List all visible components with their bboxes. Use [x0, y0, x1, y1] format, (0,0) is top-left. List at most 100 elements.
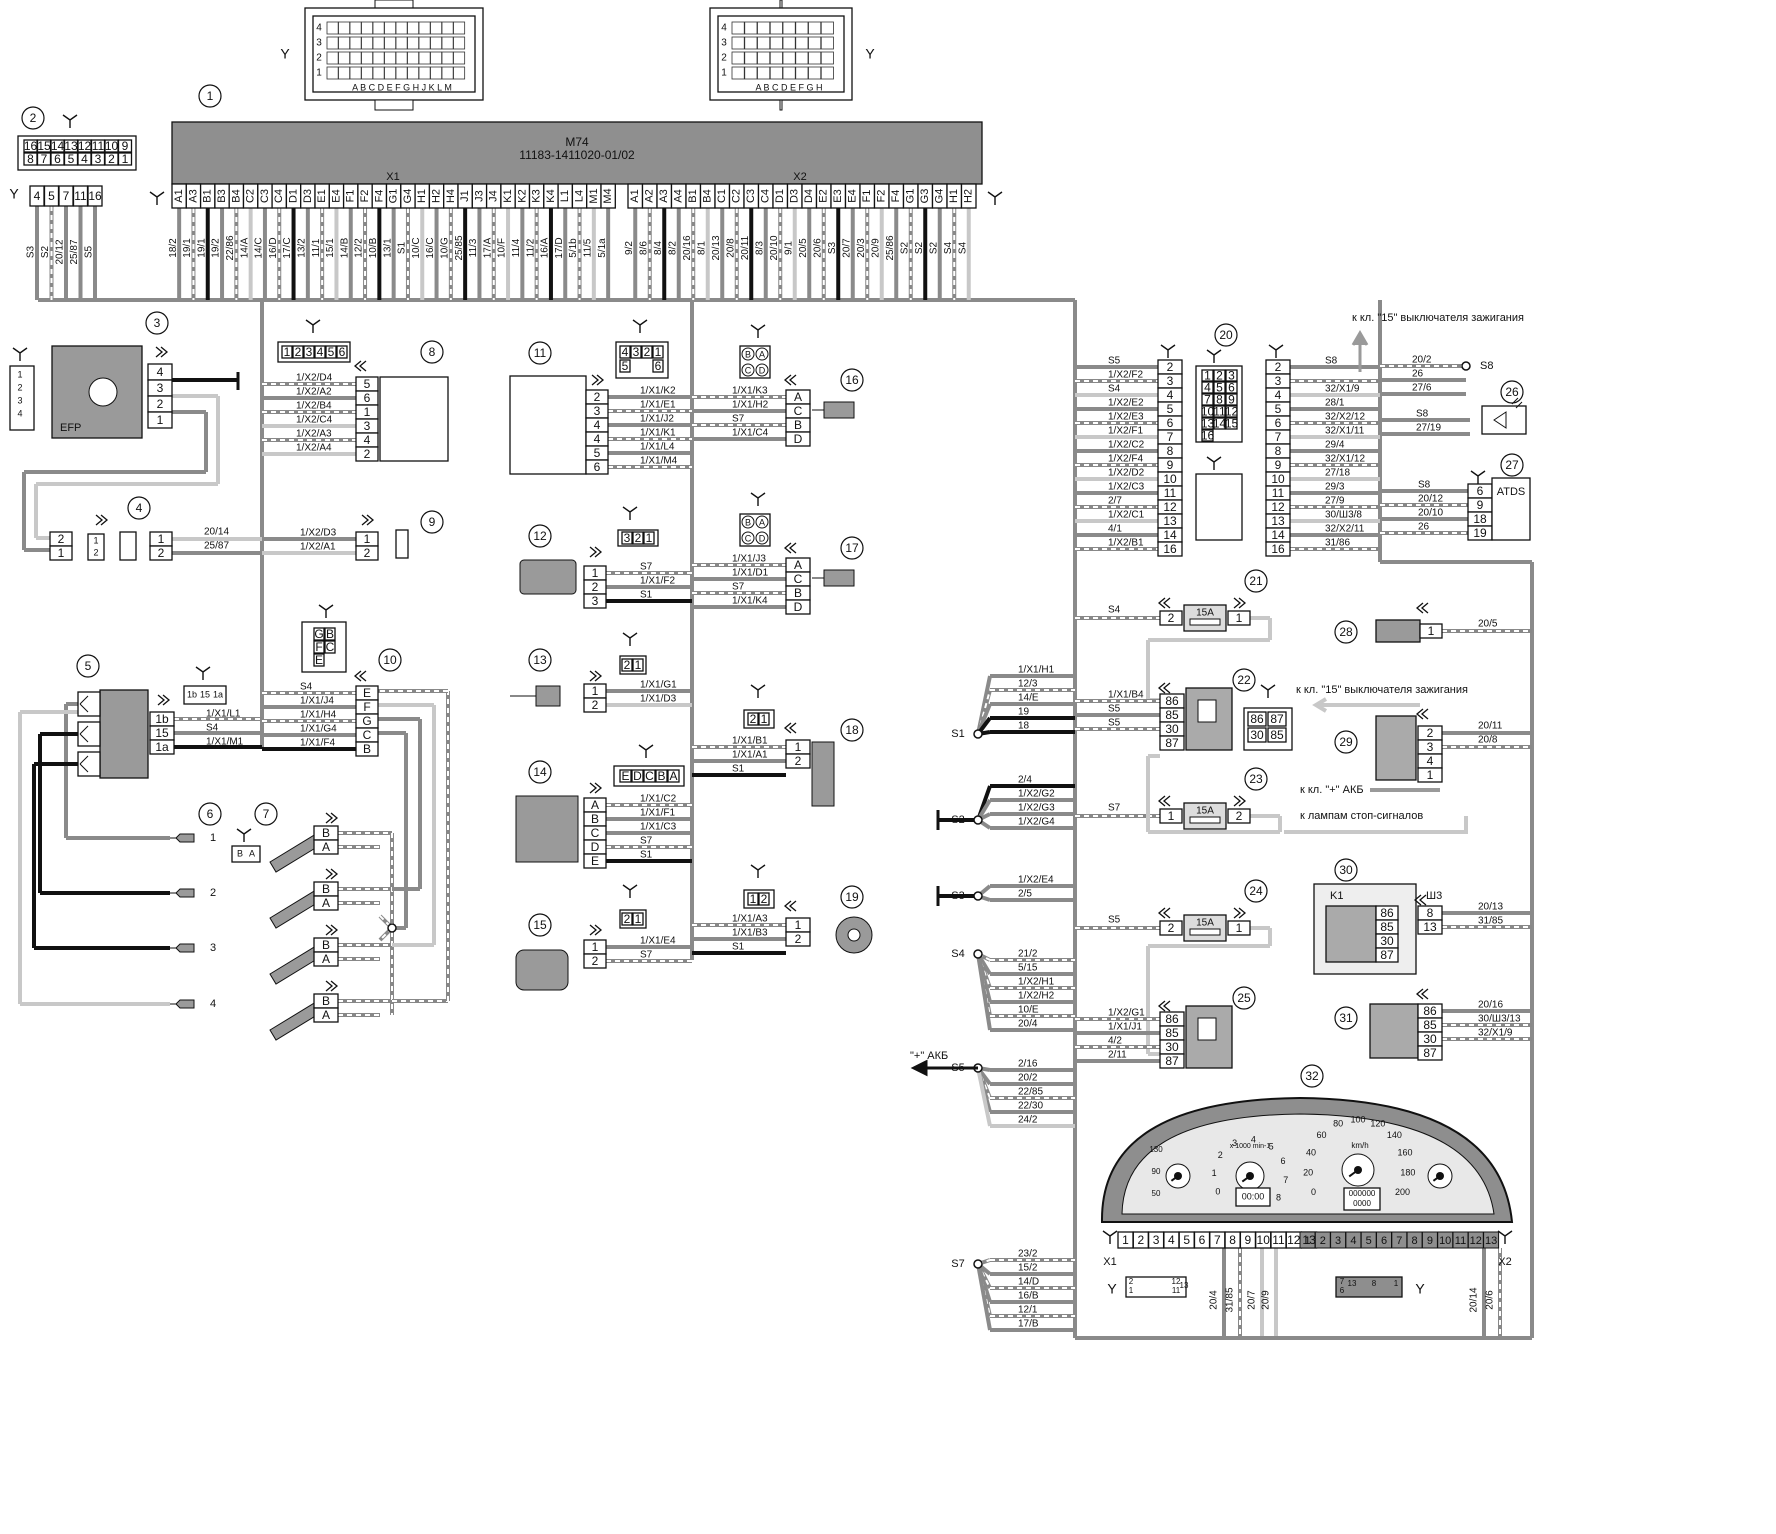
c11-wire-label: 1/X1/K2 [640, 386, 676, 397]
callout-circle [528, 648, 552, 672]
left-arrow-icon [1312, 697, 1420, 713]
c15-plug-icon [589, 924, 603, 936]
pin-label: 16 [1163, 542, 1177, 556]
callout-number: 20 [1219, 328, 1233, 342]
callout-number: 25 [1237, 991, 1251, 1005]
c20-cavity [1201, 417, 1214, 430]
pin-label: 8 [1216, 393, 1223, 407]
c19-connector-pin [758, 892, 770, 906]
ecu-wire-label: 20/7 [841, 238, 852, 258]
pin-label: 5 [1167, 402, 1174, 416]
callout-number: 27 [1505, 458, 1519, 472]
ecu-pin [960, 183, 977, 209]
cavity [418, 21, 431, 35]
pin-label: 1 [795, 740, 802, 754]
ecu-wire-label: 19/1 [182, 238, 193, 258]
ecu-pin-label: B1 [687, 189, 699, 202]
c14-wire-label: S7 [640, 836, 653, 847]
c14-connector-pin [631, 769, 644, 783]
speed-tick: 20 [1303, 1168, 1313, 1178]
s8-wire-label: 27/6 [1412, 383, 1432, 394]
c10-wire-label: 1/X1/J4 [300, 696, 334, 707]
ecu-pin-label: G1 [905, 189, 917, 204]
c28-pin [1419, 623, 1443, 639]
c30-relay-pin [1375, 947, 1399, 963]
cavity [349, 51, 362, 65]
c11-socket-icon [632, 319, 648, 333]
battery-arrow-icon [910, 1059, 978, 1077]
cavity [453, 21, 466, 35]
c29-battery-note: к кл. "+" АКБ [1300, 784, 1364, 796]
cluster-x1-socket-icon [1102, 1230, 1118, 1244]
efp-connector-pin: 1 [17, 369, 22, 379]
cluster-x2-pin-label: 2 [1320, 1235, 1326, 1247]
c8-wire-label: 1/X2/C4 [296, 415, 333, 426]
callout-circle [1244, 569, 1268, 593]
c11-wire-label: 1/X1/M4 [640, 456, 678, 467]
c29-stop-wire [1284, 816, 1468, 834]
ecu-pin-label: A4 [673, 189, 685, 202]
cluster-x2-pin-label: 9 [1427, 1235, 1433, 1247]
s3-wire-label: 1/X2/E4 [1018, 875, 1054, 886]
ecu-pin-label: G1 [388, 189, 400, 204]
cavity [808, 66, 822, 80]
cavity [744, 36, 758, 50]
ecu-pin-label: B3 [216, 189, 228, 202]
callout-circle [198, 802, 222, 826]
c11-connector-pin [630, 345, 642, 359]
pin-label: 2 [644, 345, 651, 359]
relay-pin [1159, 1053, 1185, 1069]
s1-wire-label: 12/3 [1018, 679, 1038, 690]
c22-connector-pin [1247, 727, 1267, 743]
clock-text: 00:00 [1242, 1191, 1265, 1201]
s5-wire-label: 22/85 [1018, 1087, 1043, 1098]
pin-label: A [322, 896, 330, 910]
c4-connector [87, 533, 105, 561]
s7-wire-label: 16/B [1018, 1291, 1039, 1302]
pin-label: 13 [1302, 1233, 1316, 1247]
cavity [769, 66, 783, 80]
pin-label: 3 [633, 345, 640, 359]
c12-connector-pin [621, 531, 633, 545]
relay-coil-icon [1197, 1017, 1217, 1041]
cluster-x2-connector-pin: 7 [1340, 1277, 1345, 1286]
ecu-x1-socket-icon [149, 191, 165, 205]
callout-number: 29 [1339, 735, 1353, 749]
injector-plug-icon [325, 924, 339, 936]
pin-label: 3 [95, 152, 102, 166]
s3-wire-label: 2/5 [1018, 889, 1032, 900]
pin-label: 3 [1167, 374, 1174, 388]
pin-label: 6 [54, 152, 61, 166]
o2-connector-pin [755, 531, 769, 545]
c12-connector-pin [632, 531, 644, 545]
ecu-pin-label: F4 [373, 190, 385, 203]
pin-label: 1 [750, 892, 757, 906]
c8-wire-label: 1/X2/D4 [296, 373, 333, 384]
cluster-x1-wire-label: 20/9 [1261, 1290, 1272, 1310]
s8-wire-label: 26 [1412, 369, 1424, 380]
relay-wire-label: 4/2 [1108, 1036, 1122, 1047]
injector-connector [231, 845, 261, 863]
pin-label: 1 [761, 712, 768, 726]
cavity [361, 66, 374, 80]
c20-wire-label: 2/7 [1108, 496, 1122, 507]
pin-label: B [794, 586, 802, 600]
c13-plug-icon [589, 670, 603, 682]
pin-label: 18 [1473, 512, 1487, 526]
c14-wire-label: 1/X1/F1 [640, 808, 675, 819]
ecu-pin-label: L1 [559, 190, 571, 202]
ecu-pin-label: H4 [445, 189, 457, 203]
ecu-wire-label: S4 [943, 241, 954, 254]
spark-plug-icon [170, 888, 195, 898]
c28-plug-icon [1415, 602, 1429, 614]
pin-label: 1a [155, 740, 169, 754]
speedometer-needle [1348, 1169, 1359, 1178]
pin-label: 8 [1167, 444, 1174, 458]
ecu-pin-label: H2 [963, 189, 975, 203]
cavity [407, 51, 420, 65]
injector-connector-pin: A [249, 848, 255, 858]
c19-connector-pin [747, 892, 759, 906]
ecu-pin-label: G4 [402, 189, 414, 204]
cavity [744, 21, 758, 35]
right-harness-wire-label: 32/X2/11 [1325, 524, 1365, 535]
